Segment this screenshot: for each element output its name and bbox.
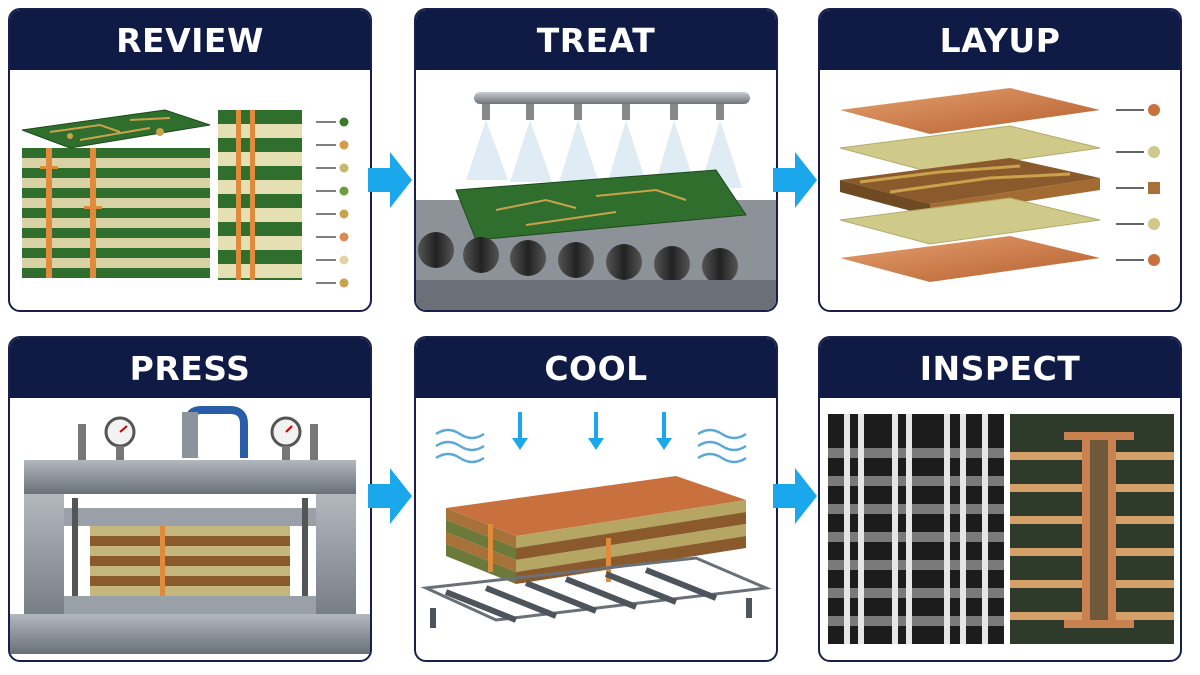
air-wave-icon bbox=[697, 428, 747, 464]
step-title: REVIEW bbox=[10, 10, 370, 70]
copper-foil-top bbox=[840, 88, 1100, 134]
layup-illustration bbox=[820, 70, 1180, 310]
prepreg-bottom bbox=[839, 197, 1101, 245]
pressure-gauge-icon bbox=[78, 416, 136, 460]
right-arrow-icon bbox=[368, 152, 412, 208]
upper-platen bbox=[64, 508, 316, 526]
press-top-beam bbox=[24, 460, 356, 494]
press-base bbox=[10, 614, 370, 654]
right-arrow-icon bbox=[368, 468, 412, 524]
review-illustration bbox=[10, 70, 370, 310]
pcb-panel bbox=[455, 169, 747, 241]
step-title: PRESS bbox=[10, 338, 370, 398]
step-title: LAYUP bbox=[820, 10, 1180, 70]
cooling-rack-illustration bbox=[420, 412, 772, 628]
spray-nozzles bbox=[482, 104, 724, 120]
spray-pipe bbox=[474, 92, 750, 104]
pcb-stackup-illustration bbox=[21, 109, 349, 288]
down-arrow-icon bbox=[512, 412, 672, 450]
step-title: COOL bbox=[416, 338, 776, 398]
lower-platen bbox=[64, 596, 316, 614]
legend-dots bbox=[316, 117, 349, 288]
legend-markers bbox=[1116, 104, 1160, 266]
treat-illustration bbox=[416, 70, 776, 310]
exploded-layup-illustration bbox=[839, 88, 1160, 282]
step-treat-panel: TREAT bbox=[414, 8, 778, 312]
inspection-images bbox=[828, 414, 1174, 644]
cured-panel-top bbox=[446, 476, 746, 536]
spray-conveyor-illustration bbox=[416, 92, 776, 310]
step-layup-panel: LAYUP bbox=[818, 8, 1182, 312]
hydraulic-hose bbox=[186, 406, 248, 458]
air-wave-icon bbox=[435, 428, 485, 464]
step-title: INSPECT bbox=[820, 338, 1180, 398]
step-cool-panel: COOL bbox=[414, 336, 778, 662]
pressure-gauge-icon bbox=[270, 416, 318, 460]
cross-section-diagram bbox=[218, 110, 302, 280]
right-arrow-icon bbox=[773, 152, 817, 208]
prepreg-top bbox=[839, 125, 1101, 173]
inspect-illustration bbox=[820, 398, 1180, 660]
step-review-panel: REVIEW bbox=[8, 8, 372, 312]
step-title: TREAT bbox=[416, 10, 776, 70]
right-arrow-icon bbox=[773, 468, 817, 524]
xray-image bbox=[828, 414, 1004, 644]
cool-illustration bbox=[416, 398, 776, 660]
pressed-stack bbox=[90, 526, 290, 596]
step-press-panel: PRESS bbox=[8, 336, 372, 662]
conveyor-rollers bbox=[418, 232, 738, 284]
hydraulic-press-illustration bbox=[10, 406, 370, 654]
layer-stack bbox=[22, 148, 210, 278]
copper-foil-bottom bbox=[840, 236, 1100, 282]
cooling-rack bbox=[420, 556, 772, 628]
step-inspect-panel: INSPECT bbox=[818, 336, 1182, 662]
microsection-image bbox=[1010, 414, 1174, 644]
press-illustration bbox=[10, 398, 370, 660]
